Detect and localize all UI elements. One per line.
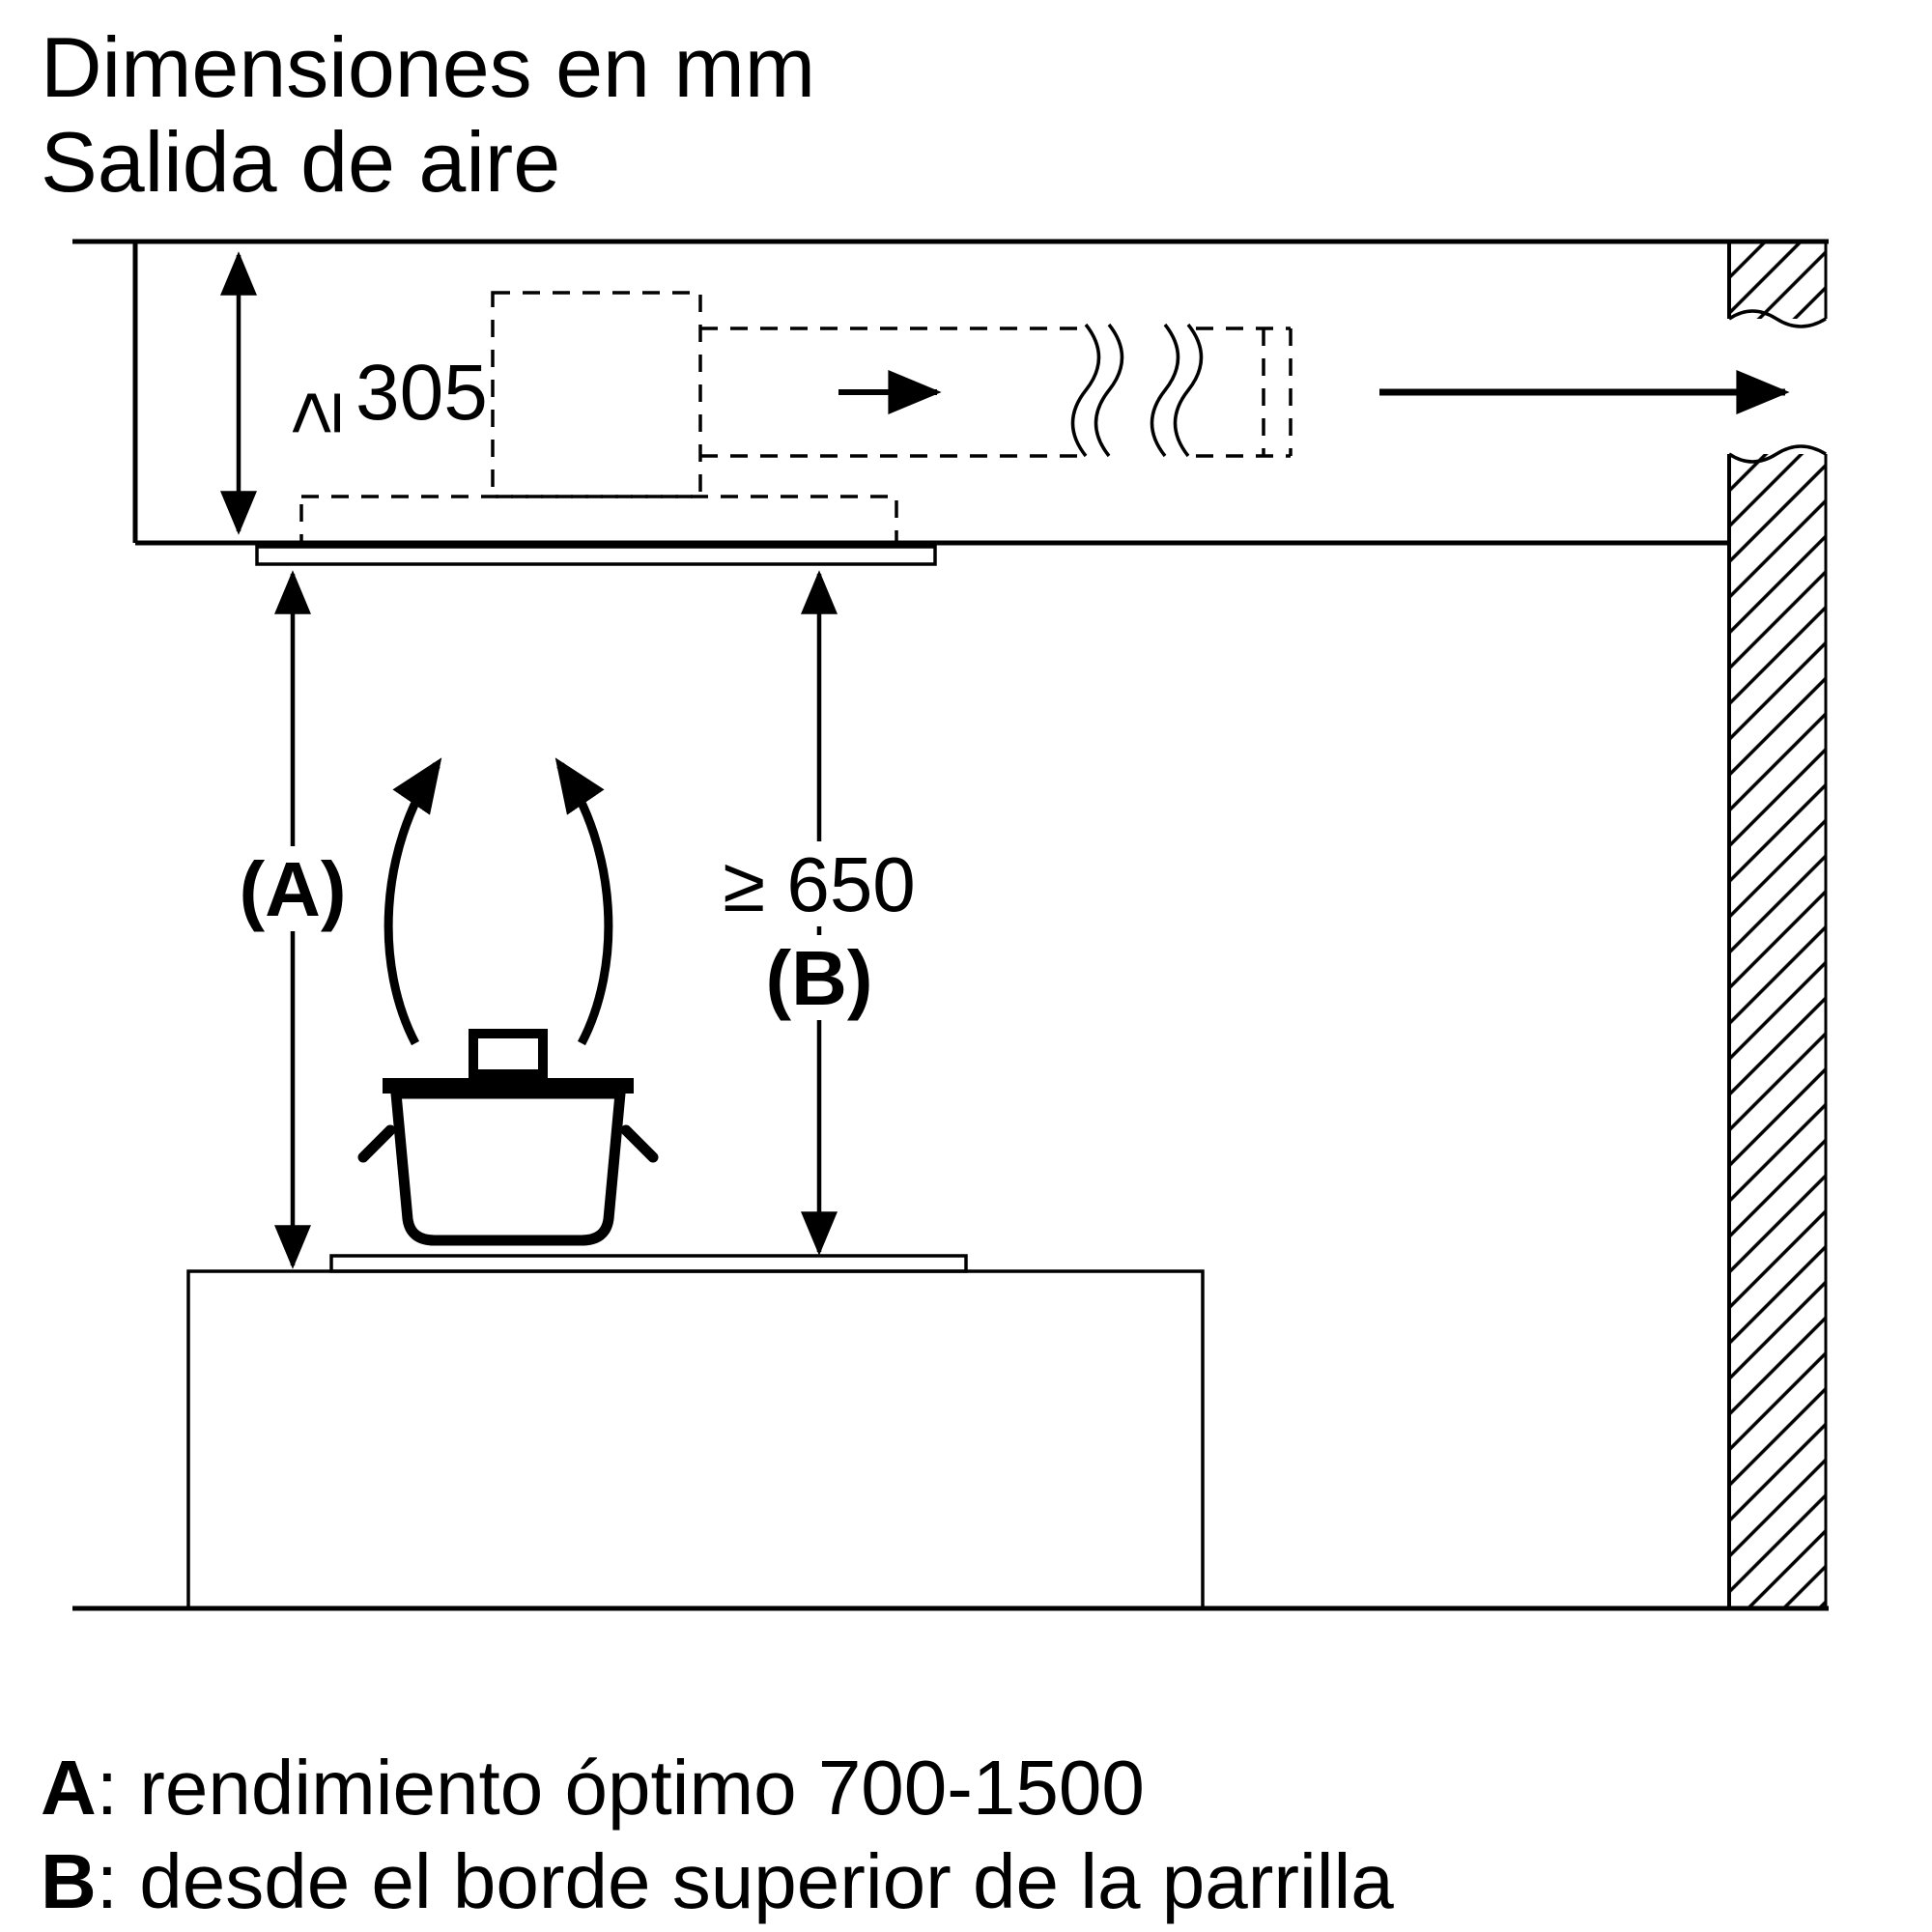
- dim-label-b-bg: [744, 935, 895, 1020]
- wall-break-wave-bottom: [1728, 444, 1827, 464]
- pot: [357, 1029, 659, 1246]
- legend-text-a: : rendimiento óptimo 700-1500: [97, 1745, 1145, 1831]
- hood-housing-dashed-box: [299, 495, 898, 545]
- legend-key-a: A: [41, 1745, 97, 1831]
- dim-305-gte-symbol: ≥: [270, 391, 357, 435]
- island-counter: [186, 1269, 1205, 1610]
- blower-unit-dashed-box: [491, 291, 702, 498]
- wall-hatch-lower: [1729, 454, 1826, 1608]
- dim-label-b-min: ≥ 650: [723, 841, 916, 927]
- wall-hatch-upper: [1729, 242, 1826, 319]
- pot-handle-left: [357, 1124, 396, 1163]
- dim-305-value: 305: [355, 349, 488, 437]
- duct-break-curve-4: [1173, 323, 1204, 458]
- steam-arrow-left: [384, 757, 442, 1046]
- pot-knob: [469, 1029, 548, 1079]
- wall-break-wave-top: [1728, 309, 1827, 328]
- duct-break-curve-3: [1150, 323, 1180, 458]
- pot-handle-right: [620, 1124, 659, 1163]
- hood-panel: [255, 545, 937, 566]
- legend-line-b: B: desde el borde superior de la parrill…: [41, 1838, 1394, 1924]
- cooktop: [329, 1254, 968, 1273]
- legend-line-a: A: rendimiento óptimo 700-1500: [41, 1745, 1145, 1831]
- legend-key-b: B: [41, 1838, 97, 1924]
- dim-label-a: (A): [239, 846, 346, 932]
- legend-text-b: : desde el borde superior de la parrilla: [97, 1838, 1395, 1924]
- pot-body: [390, 1088, 626, 1246]
- dim-label-a-bg: [220, 846, 365, 931]
- duct-break-curve-2: [1094, 323, 1124, 458]
- dim-label-b-min-bg: [697, 841, 941, 926]
- dim-label-b: (B): [765, 935, 872, 1021]
- title-air-outlet: Salida de aire: [41, 114, 560, 210]
- steam-arrow-right: [554, 757, 613, 1046]
- title-dimensions: Dimensiones en mm: [41, 19, 815, 115]
- duct-break-curve-1: [1070, 323, 1101, 458]
